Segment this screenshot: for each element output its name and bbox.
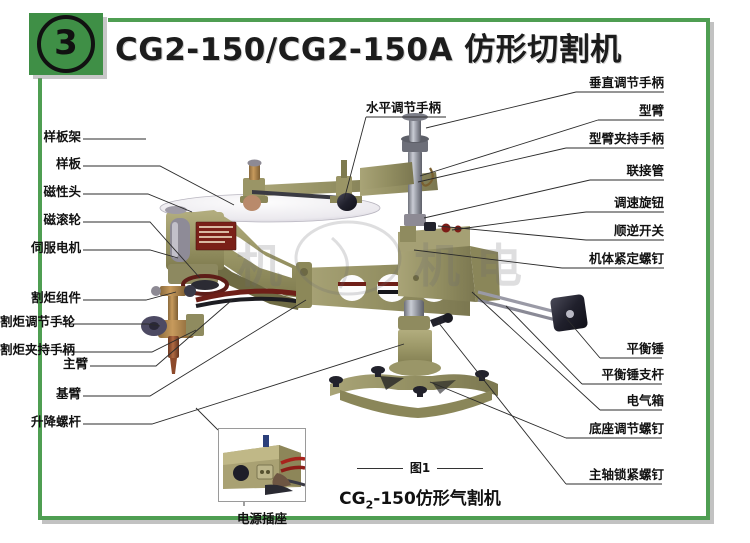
label-template: 样板 — [55, 156, 81, 171]
label-torch-assembly: 割炬组件 — [30, 290, 81, 305]
label-counterweight: 平衡锤 — [626, 341, 664, 356]
label-base-arm: 基臂 — [55, 386, 81, 401]
inset-photo-power-socket — [218, 428, 306, 502]
label-base-adjust-screw: 底座调节螺钉 — [588, 421, 664, 436]
label-vertical-adjust-handle: 垂直调节手柄 — [588, 75, 664, 90]
label-horizontal-adjust-handle: 水平调节手柄 — [366, 100, 442, 115]
figure-rule-right — [437, 468, 484, 469]
inset-caption: 电源插座 — [236, 511, 287, 526]
label-speed-knob: 调速旋钮 — [613, 195, 664, 210]
label-lifting-screw: 升降螺杆 — [30, 414, 81, 429]
label-counterweight-rod: 平衡锤支杆 — [601, 367, 664, 382]
badge-ring: 3 — [37, 15, 95, 73]
label-servo-motor: 伺服电机 — [30, 240, 81, 255]
figure-number: 图1 — [409, 461, 431, 475]
figure-caption-prefix: CG — [339, 489, 366, 509]
label-body-set-screw: 机体紧定螺钉 — [588, 251, 664, 266]
label-magnetic-head: 磁性头 — [43, 184, 81, 199]
label-electrical-box: 电气箱 — [626, 393, 664, 408]
label-magnetic-roller: 磁滚轮 — [43, 212, 81, 227]
figure-caption-sub: 2 — [365, 498, 374, 512]
label-profile-arm-clamp-handle: 型臂夹持手柄 — [588, 131, 664, 146]
badge-number: 3 — [54, 23, 78, 63]
label-torch-clamp-handle: 割炬夹持手柄 — [0, 342, 76, 357]
page-title: CG2-150/CG2-150A 仿形切割机 — [115, 32, 622, 68]
label-profile-arm: 型臂 — [638, 103, 664, 118]
label-spindle-lock-screw: 主轴锁紧螺钉 — [588, 467, 664, 482]
section-number-badge: 3 — [29, 13, 103, 75]
figure-number-row: 图1 — [330, 459, 510, 476]
label-direction-switch: 顺逆开关 — [613, 223, 664, 238]
label-torch-adjust-wheel: 割炬调节手轮 — [0, 314, 76, 329]
figure-rule-left — [356, 468, 403, 469]
figure-caption: CG2-150仿形气割机 — [300, 484, 540, 511]
figure-caption-rest: -150仿形气割机 — [373, 489, 501, 509]
label-connecting-tube: 联接管 — [626, 163, 664, 178]
label-main-arm: 主臂 — [62, 356, 88, 371]
label-template-holder: 样板架 — [43, 129, 81, 144]
